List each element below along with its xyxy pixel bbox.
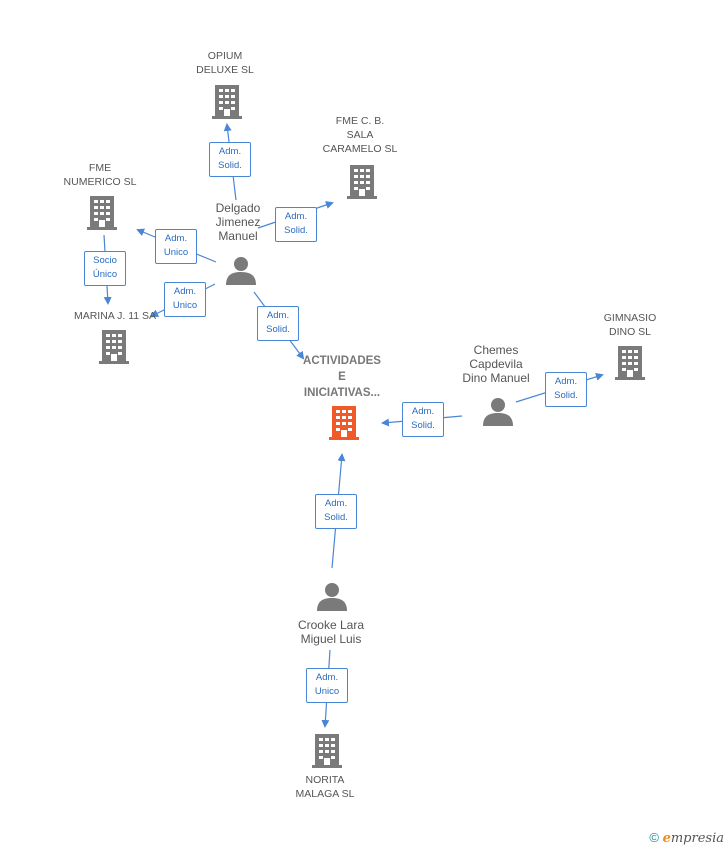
person-label-chemes[interactable]: Chemes Capdevila Dino Manuel	[462, 343, 530, 385]
building-icon-fmenumerico	[87, 196, 117, 230]
relation-box-socio: Socio Único	[84, 251, 126, 286]
relation-box-chemes-act: Adm. Solid.	[402, 402, 444, 437]
node-label-fmecb[interactable]: FME C. B. SALA CARAMELO SL	[322, 115, 398, 155]
person-icon-chemes	[483, 398, 513, 426]
building-icon-fmecb	[347, 165, 377, 199]
relation-box-crooke-norita: Adm. Unico	[306, 668, 348, 703]
relation-box-fmecb: Adm. Solid.	[275, 207, 317, 242]
node-label-actividades[interactable]: ACTIVIDADES E INICIATIVAS...	[303, 355, 381, 399]
copyright-symbol: ©	[649, 830, 659, 845]
building-icon-gimnasio	[615, 346, 645, 380]
building-icon-norita	[312, 734, 342, 768]
relation-box-delgado-act: Adm. Solid.	[257, 306, 299, 341]
relation-box-marina: Adm. Unico	[164, 282, 206, 317]
node-label-fmenumerico[interactable]: FME NUMERICO SL	[63, 162, 137, 188]
person-label-crooke[interactable]: Crooke Lara Miguel Luis	[297, 618, 365, 646]
building-icon-marina	[99, 330, 129, 364]
footer-brand[interactable]: © empresia	[649, 830, 724, 846]
relation-box-opium: Adm. Solid.	[209, 142, 251, 177]
node-label-norita[interactable]: NORITA MALAGA SL	[295, 774, 355, 800]
building-icon-actividades	[329, 406, 359, 440]
node-label-marina[interactable]: MARINA J. 11 SA	[73, 310, 157, 322]
node-label-opium[interactable]: OPIUM DELUXE SL	[196, 50, 254, 76]
building-icon-opium	[212, 85, 242, 119]
person-label-delgado[interactable]: Delgado Jimenez Manuel	[215, 201, 261, 243]
relation-box-chemes-gim: Adm. Solid.	[545, 372, 587, 407]
person-icon-delgado	[226, 257, 256, 285]
brand-logo: empresia	[662, 831, 724, 846]
relation-box-crooke-act: Adm. Solid.	[315, 494, 357, 529]
node-label-gimnasio[interactable]: GIMNASIO DINO SL	[603, 312, 657, 338]
person-icon-crooke	[317, 583, 347, 611]
relation-box-fmenumerico: Adm. Unico	[155, 229, 197, 264]
